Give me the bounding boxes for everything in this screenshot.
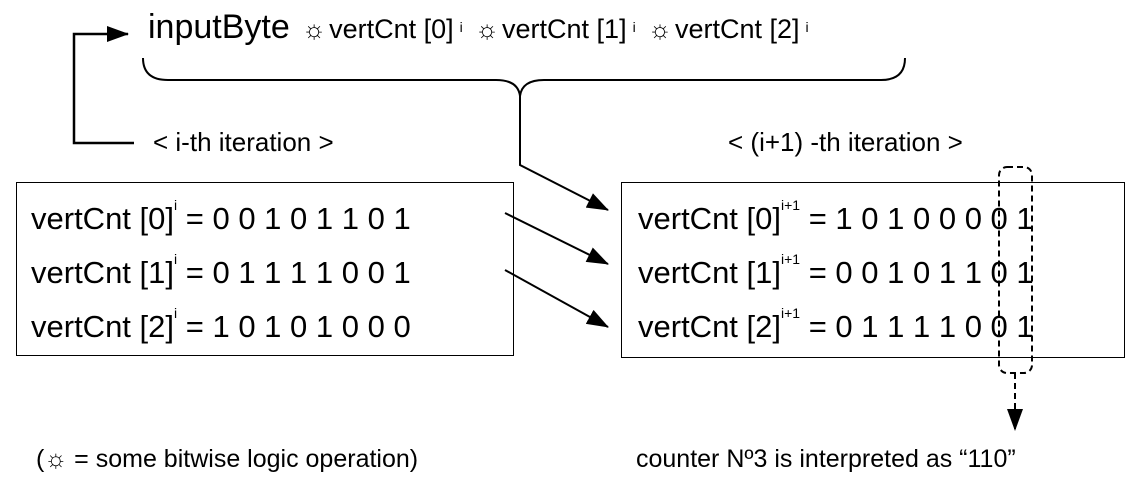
shift-arrow-row1 (504, 269, 609, 328)
sun-icon: ☼ (475, 14, 500, 44)
row-bits: 0 0 1 0 1 1 0 1 (835, 255, 1034, 290)
row-sup: i+1 (781, 197, 801, 213)
current-state-box: vertCnt [0]i = 0 0 1 0 1 1 0 1 vertCnt [… (16, 182, 514, 356)
row-name: vertCnt [0] (31, 201, 174, 236)
next-iteration-label: < (i+1) -th iteration > (728, 127, 963, 157)
equals-sign: = (177, 255, 213, 290)
formula-term-2: vertCnt [2] (675, 14, 800, 44)
interpretation-note: counter Nº3 is interpreted as “110” (636, 445, 1016, 473)
row-sup: i (174, 251, 178, 267)
shift-arrow-row0 (504, 212, 609, 265)
formula-term-0: vertCnt [0] (329, 14, 454, 44)
row-name: vertCnt [1] (31, 255, 174, 290)
current-row-0: vertCnt [0]i = 0 0 1 0 1 1 0 1 (31, 197, 411, 237)
next-row-2: vertCnt [2]i+1 = 0 1 1 1 1 0 0 1 (638, 305, 1034, 345)
current-row-2: vertCnt [2]i = 1 0 1 0 1 0 0 0 (31, 305, 411, 345)
row-name: vertCnt [0] (638, 201, 781, 236)
formula-sup-1: i (632, 19, 636, 35)
next-state-box: vertCnt [0]i+1 = 1 0 1 0 0 0 0 1 vertCnt… (621, 182, 1125, 358)
legend-note: (☼ = some bitwise logic operation) (36, 445, 419, 473)
row-sup: i (174, 197, 178, 213)
row-name: vertCnt [1] (638, 255, 781, 290)
row-name: vertCnt [2] (638, 309, 781, 344)
row-bits: 0 0 1 0 1 1 0 1 (212, 201, 411, 236)
formula-brace (142, 57, 906, 97)
equals-sign: = (800, 255, 836, 290)
equals-sign: = (800, 201, 836, 236)
formula-sup-2: i (805, 19, 809, 35)
row-sup: i+1 (781, 305, 801, 321)
row-sup: i+1 (781, 251, 801, 267)
next-row-0: vertCnt [0]i+1 = 1 0 1 0 0 0 0 1 (638, 197, 1034, 237)
next-row-1: vertCnt [1]i+1 = 0 0 1 0 1 1 0 1 (638, 251, 1034, 291)
formula-term-1: vertCnt [1] (502, 14, 627, 44)
bit-column-highlight (998, 166, 1033, 374)
current-row-1: vertCnt [1]i = 0 1 1 1 1 0 0 1 (31, 251, 411, 291)
row-bits: 1 0 1 0 0 0 0 1 (835, 201, 1034, 236)
row-name: vertCnt [2] (31, 309, 174, 344)
row-sup: i (174, 305, 178, 321)
row-bits: 0 1 1 1 1 0 0 1 (835, 309, 1034, 344)
brace-to-next-arrow (519, 96, 609, 211)
row-bits: 1 0 1 0 1 0 0 0 (212, 309, 411, 344)
formula-sup-0: i (459, 19, 463, 35)
sun-icon: ☼ (302, 14, 327, 44)
equals-sign: = (177, 201, 213, 236)
equals-sign: = (177, 309, 213, 344)
current-iteration-label: < i-th iteration > (153, 127, 334, 157)
formula: inputByte ☼vertCnt [0]i ☼vertCnt [1]i ☼v… (148, 8, 809, 47)
row-bits: 0 1 1 1 1 0 0 1 (212, 255, 411, 290)
sun-icon: ☼ (648, 14, 672, 44)
feedback-loop-arrow (72, 26, 134, 145)
input-byte-label: inputByte (148, 8, 290, 46)
equals-sign: = (800, 309, 836, 344)
